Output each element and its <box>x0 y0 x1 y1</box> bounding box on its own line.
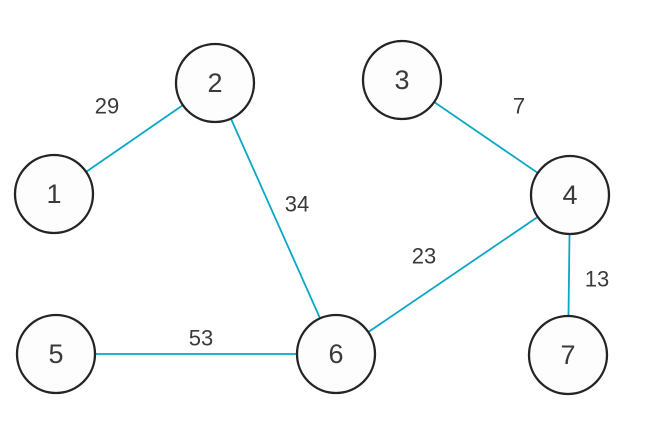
node-label-3: 3 <box>394 65 409 95</box>
node-circle-7 <box>527 314 609 396</box>
edge-weight-label-1-2: 29 <box>95 94 119 119</box>
node-label-4: 4 <box>562 180 577 210</box>
node-label-1: 1 <box>46 179 61 209</box>
node-circle-2 <box>174 42 256 124</box>
edge-weight-label-3-4: 7 <box>513 94 525 119</box>
edge-weight-label-4-7: 13 <box>585 267 609 292</box>
node-circle-3 <box>361 39 443 121</box>
node-circle-5 <box>15 313 97 395</box>
node-circle-4 <box>529 154 611 236</box>
node-label-2: 2 <box>207 68 222 98</box>
edge-weight-label-6-4: 23 <box>412 244 436 269</box>
node-circle-1 <box>13 153 95 235</box>
edge-weight-label-2-6: 34 <box>285 192 309 217</box>
edge-2-6 <box>214 82 337 355</box>
node-circle-6 <box>295 313 377 395</box>
node-label-7: 7 <box>560 340 575 370</box>
edge-6-4 <box>335 194 571 355</box>
node-label-5: 5 <box>48 339 63 369</box>
node-label-6: 6 <box>328 339 343 369</box>
edge-weight-label-5-6: 53 <box>189 326 213 351</box>
